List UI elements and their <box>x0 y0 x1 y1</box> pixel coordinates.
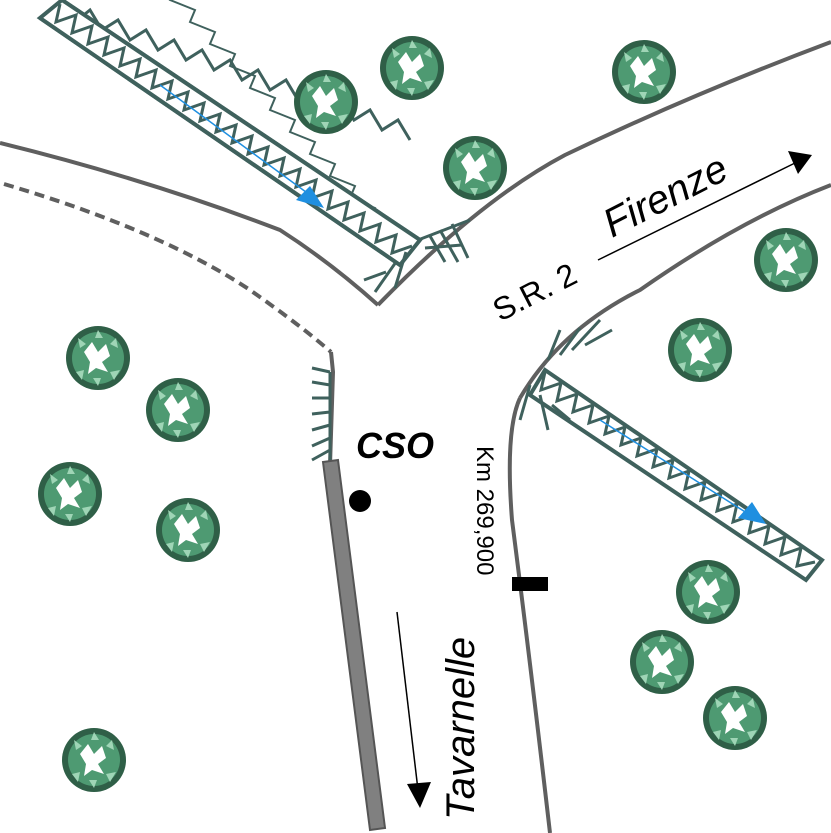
flow-line-southeast <box>599 419 751 516</box>
destination-south-label: Tavarnelle <box>439 637 483 820</box>
flow-arrow-icon <box>738 502 766 524</box>
road-edge-northwest-outer <box>0 141 380 307</box>
sidewalk <box>321 458 387 832</box>
station-label: CSO <box>356 425 434 466</box>
road-edge-northwest-dashed <box>3 182 333 354</box>
direction-arrow-icon <box>788 151 812 174</box>
km-marker-icon <box>512 577 548 591</box>
trees <box>38 36 818 792</box>
destination-north-label: Firenze <box>596 146 735 246</box>
road-name-label: S.R. 2 <box>487 256 583 328</box>
flow-line-northwest <box>159 84 311 196</box>
direction-arrow-tavarnelle <box>396 611 431 808</box>
embankment-northwest-teeth <box>168 0 396 231</box>
kilometre-marker-label: Km 269,900 <box>471 446 498 575</box>
cso-marker-icon <box>349 490 371 512</box>
embankment-northwest-band <box>36 0 423 268</box>
direction-arrow-firenze <box>597 151 812 261</box>
road-edge-east-south <box>507 397 552 833</box>
road-edge-northeast-upper <box>376 40 831 307</box>
direction-arrow-icon <box>407 782 431 808</box>
embankment-west-spikes <box>311 366 332 462</box>
embankment-northwest-zigzag <box>53 3 413 256</box>
flow-arrow-icon <box>296 186 324 208</box>
embankment-northwest-spikes <box>363 218 471 293</box>
